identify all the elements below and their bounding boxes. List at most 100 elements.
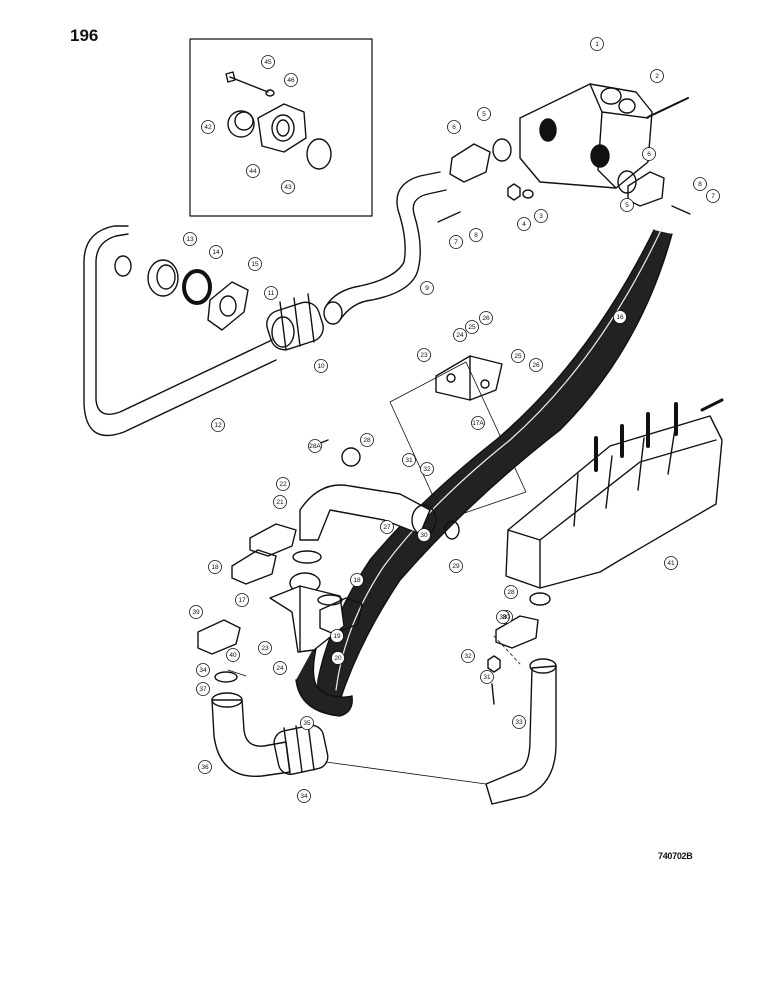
callout-label: 3	[539, 213, 543, 220]
tube-9	[325, 171, 441, 307]
bolt-7-left	[437, 211, 461, 223]
flange-6-lower	[249, 523, 297, 557]
callout-label: 32	[464, 653, 472, 660]
callout-label: 18	[353, 577, 361, 584]
callout-label: 17	[238, 597, 246, 604]
callout-label: 36	[201, 764, 209, 771]
callout-label: 31	[483, 674, 491, 681]
o-ring-40	[214, 671, 238, 683]
callout-label: 10	[317, 363, 325, 370]
callout-label: 5	[625, 202, 629, 209]
callout-label: 34	[300, 793, 308, 800]
callout-label: 12	[214, 422, 222, 429]
callout-label: 18	[211, 564, 219, 571]
flange-39	[197, 619, 241, 655]
inset-frame	[189, 38, 373, 217]
callout-label: 28A	[309, 443, 321, 450]
o-ring-28-lower	[529, 592, 551, 606]
callout-label: 28	[363, 437, 371, 444]
callout-label: 44	[249, 168, 257, 175]
callout-label: 38	[499, 614, 507, 621]
nut-32-lower	[487, 655, 501, 673]
callout-label: 26	[482, 315, 490, 322]
elbow-33	[485, 665, 557, 805]
nut-4	[507, 183, 521, 201]
callout-label: 8	[698, 181, 702, 188]
callout-label: 43	[284, 184, 292, 191]
pump-1	[519, 83, 653, 189]
callout-label: 7	[454, 239, 458, 246]
callout-label: 15	[251, 261, 259, 268]
flange-30-lower	[495, 615, 539, 649]
bolt-45	[229, 76, 269, 93]
manifold-17	[269, 585, 345, 653]
callout-label: 17A	[472, 420, 484, 427]
clamp-10	[266, 301, 324, 351]
callout-label: 41	[667, 560, 675, 567]
o-ring-29	[444, 520, 460, 540]
callout-label: 30	[502, 614, 510, 621]
bracket-17A	[435, 355, 503, 401]
o-ring-5-right	[617, 170, 637, 194]
callout-label: 27	[383, 524, 391, 531]
callout-label: 28	[507, 589, 515, 596]
callout-label: 6	[452, 124, 456, 131]
callout-label: 42	[204, 124, 212, 131]
callout-label: 35	[303, 720, 311, 727]
flange-18	[319, 597, 363, 635]
page-number: 196	[70, 26, 99, 45]
callout-label: 31	[405, 457, 413, 464]
bolt-7-right	[671, 205, 691, 215]
callout-label: 19	[333, 633, 341, 640]
washer-3	[522, 189, 534, 199]
callout-label: 9	[425, 285, 429, 292]
callout-label: 20	[334, 655, 342, 662]
fitting-27	[299, 484, 431, 541]
callout-label: 7	[711, 193, 715, 200]
callout-label: 23	[261, 645, 269, 652]
callout-label: 16	[616, 314, 624, 321]
o-ring-5-left	[492, 138, 512, 162]
o-ring-43	[306, 138, 332, 170]
washer-46	[265, 89, 275, 97]
ring-13	[147, 259, 179, 297]
callout-label: 24	[276, 665, 284, 672]
plug-28	[341, 447, 361, 467]
callout-label: 29	[452, 563, 460, 570]
clamp-15	[207, 281, 249, 331]
flange-6-left	[449, 143, 491, 183]
control-valve-41	[505, 415, 723, 589]
callout-label: 2	[655, 73, 659, 80]
cap-42	[227, 110, 255, 138]
callout-label: 24	[456, 332, 464, 339]
callout-label: 25	[514, 353, 522, 360]
tube-12	[95, 233, 273, 415]
o-ring-5-lower	[292, 550, 322, 564]
callout-label: 22	[279, 481, 287, 488]
callout-label: 45	[264, 59, 272, 66]
callout-label: 26	[532, 362, 540, 369]
callout-label: 4	[522, 221, 526, 228]
ring-14	[182, 269, 212, 305]
flange-19	[231, 549, 277, 585]
callout-label: 6	[647, 151, 651, 158]
callout-label: 1	[595, 41, 599, 48]
bolt-31-lower	[491, 683, 495, 705]
callout-label: 25	[468, 324, 476, 331]
callout-label: 39	[192, 609, 200, 616]
callout-label: 30	[420, 532, 428, 539]
callout-label: 21	[276, 499, 284, 506]
callout-label: 37	[199, 686, 207, 693]
callout-label: 40	[229, 652, 237, 659]
callout-label: 13	[186, 236, 194, 243]
callout-label: 46	[287, 77, 295, 84]
split-flange-44	[257, 103, 307, 153]
callout-label: 32	[423, 466, 431, 473]
callout-label: 5	[482, 111, 486, 118]
callout-label: 8	[474, 232, 478, 239]
figure-code: 740702B	[658, 851, 693, 861]
callout-label: 33	[515, 719, 523, 726]
callout-label: 11	[268, 290, 275, 297]
callout-label: 34	[199, 667, 207, 674]
